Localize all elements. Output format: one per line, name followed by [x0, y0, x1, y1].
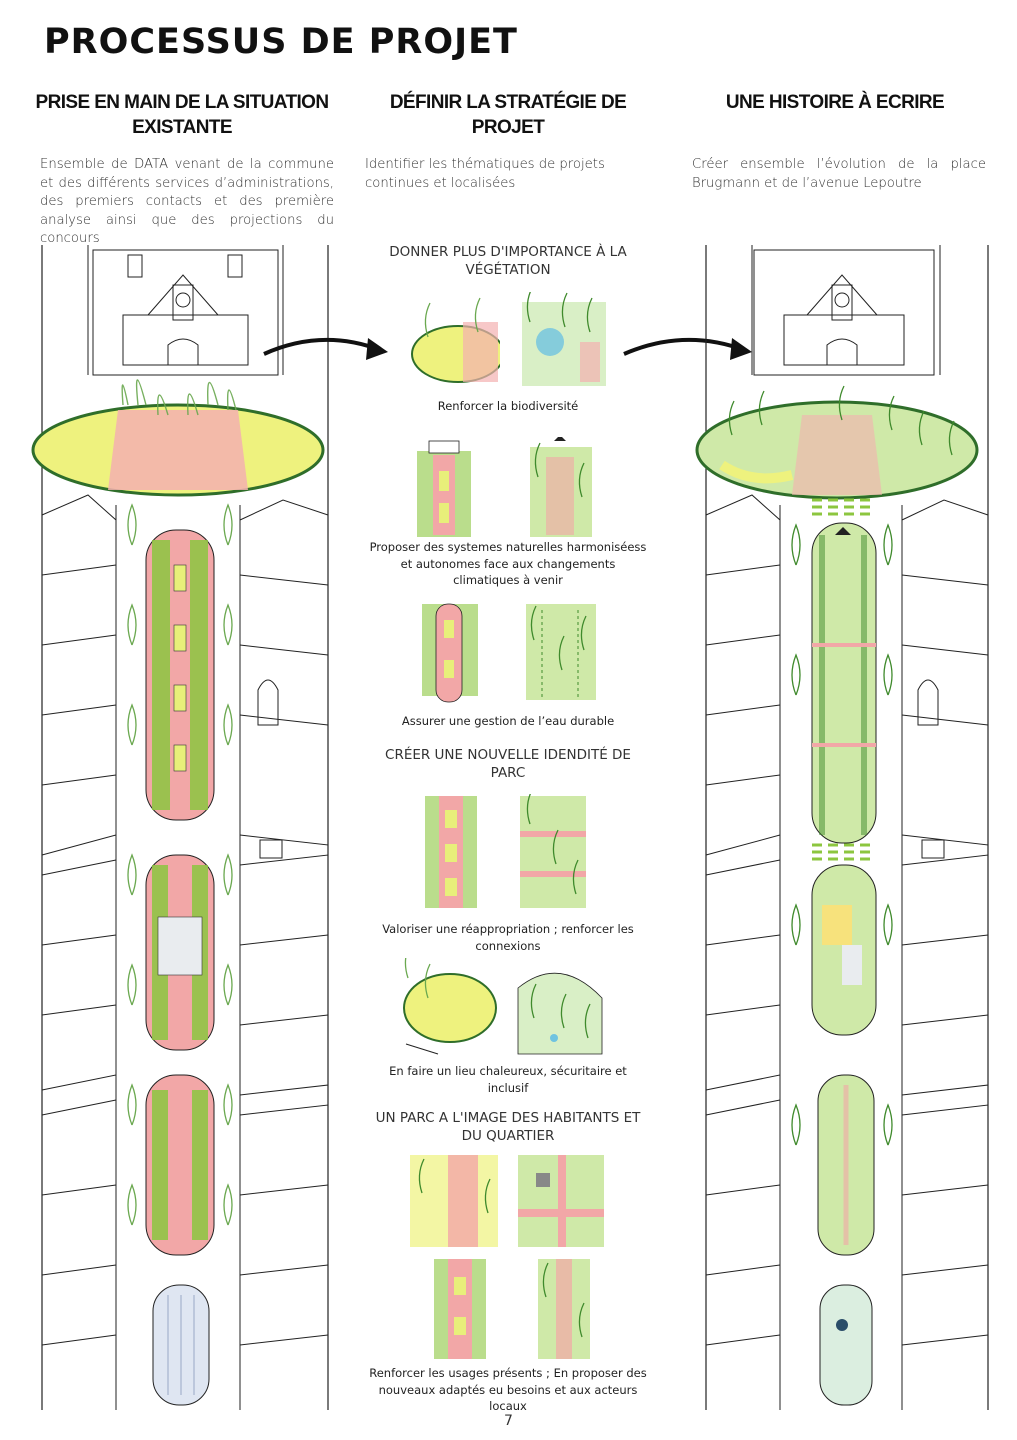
arrow-to-strategy [262, 328, 392, 373]
buildings-right [239, 499, 329, 1405]
column-heading-story: UNE HISTOIRE À ECRIRE [725, 92, 945, 113]
column-text-story: Créer ensemble l’évolution de la place B… [692, 157, 986, 191]
sketch-biodiversity-before [408, 292, 505, 393]
caption-water: Assurer une gestion de l’eau durable [401, 714, 615, 728]
caption-uses: Renforcer les usages présents ; En propo… [369, 1366, 647, 1413]
column-heading-strategy: DÉFINIR LA STRATÉGIE DE PROJET [389, 92, 627, 138]
sketch-water-before [420, 600, 480, 709]
strategy-section-title-vegetation: DONNER PLUS D'IMPORTANCE À LA VÉGÉTATION [389, 244, 627, 278]
future-vision-drawing [692, 245, 992, 1415]
existing-situation-drawing [28, 245, 338, 1415]
caption-inclusive: En faire un lieu chaleureux, sécuritaire… [389, 1064, 627, 1095]
buildings-left [41, 494, 117, 1405]
sketch-natural-systems-after [526, 435, 596, 542]
sketch-water-after [522, 600, 600, 709]
park-strip-1 [145, 529, 215, 821]
column-heading-existing: PRISE EN MAIN DE LA SITUATION EXISTANTE [35, 92, 330, 138]
page-number: 7 [504, 1413, 513, 1429]
sketch-uses-4 [536, 1257, 592, 1366]
church-sketch [92, 249, 279, 376]
strategy-section-title-inhabitants: UN PARC A L'IMAGE DES HABITANTS ET DU QU… [375, 1110, 641, 1144]
page-title: PROCESSUS DE PROJET [44, 22, 518, 62]
column-text-existing: Ensemble de DATA venant de la commune et… [40, 157, 334, 246]
arrow-to-story [622, 328, 757, 373]
sketch-natural-systems-before [415, 437, 473, 542]
sketch-inclusive-before [398, 943, 498, 1063]
park-strip-2 [145, 854, 215, 1051]
sketch-connections-before [423, 794, 479, 915]
caption-natural-systems: Proposer des systemes naturelles harmoni… [369, 540, 647, 587]
sketch-biodiversity-after [520, 287, 608, 393]
sketch-connections-after [516, 789, 590, 915]
strategy-section-title-identity: CRÉER UNE NOUVELLE IDENDITÉ DE PARC [385, 747, 631, 781]
caption-biodiversity: Renforcer la biodiversité [437, 399, 579, 413]
sketch-uses-1 [408, 1153, 500, 1254]
park-strip-4 [152, 1284, 210, 1406]
park-strip-3 [145, 1074, 215, 1256]
sketch-uses-3 [432, 1257, 488, 1366]
caption-connections: Valoriser une réappropriation ; renforce… [382, 922, 634, 953]
sketch-inclusive-after [514, 958, 606, 1063]
sketch-uses-2 [516, 1153, 606, 1254]
column-text-strategy: Identifier les thématiques de projets co… [365, 157, 605, 191]
